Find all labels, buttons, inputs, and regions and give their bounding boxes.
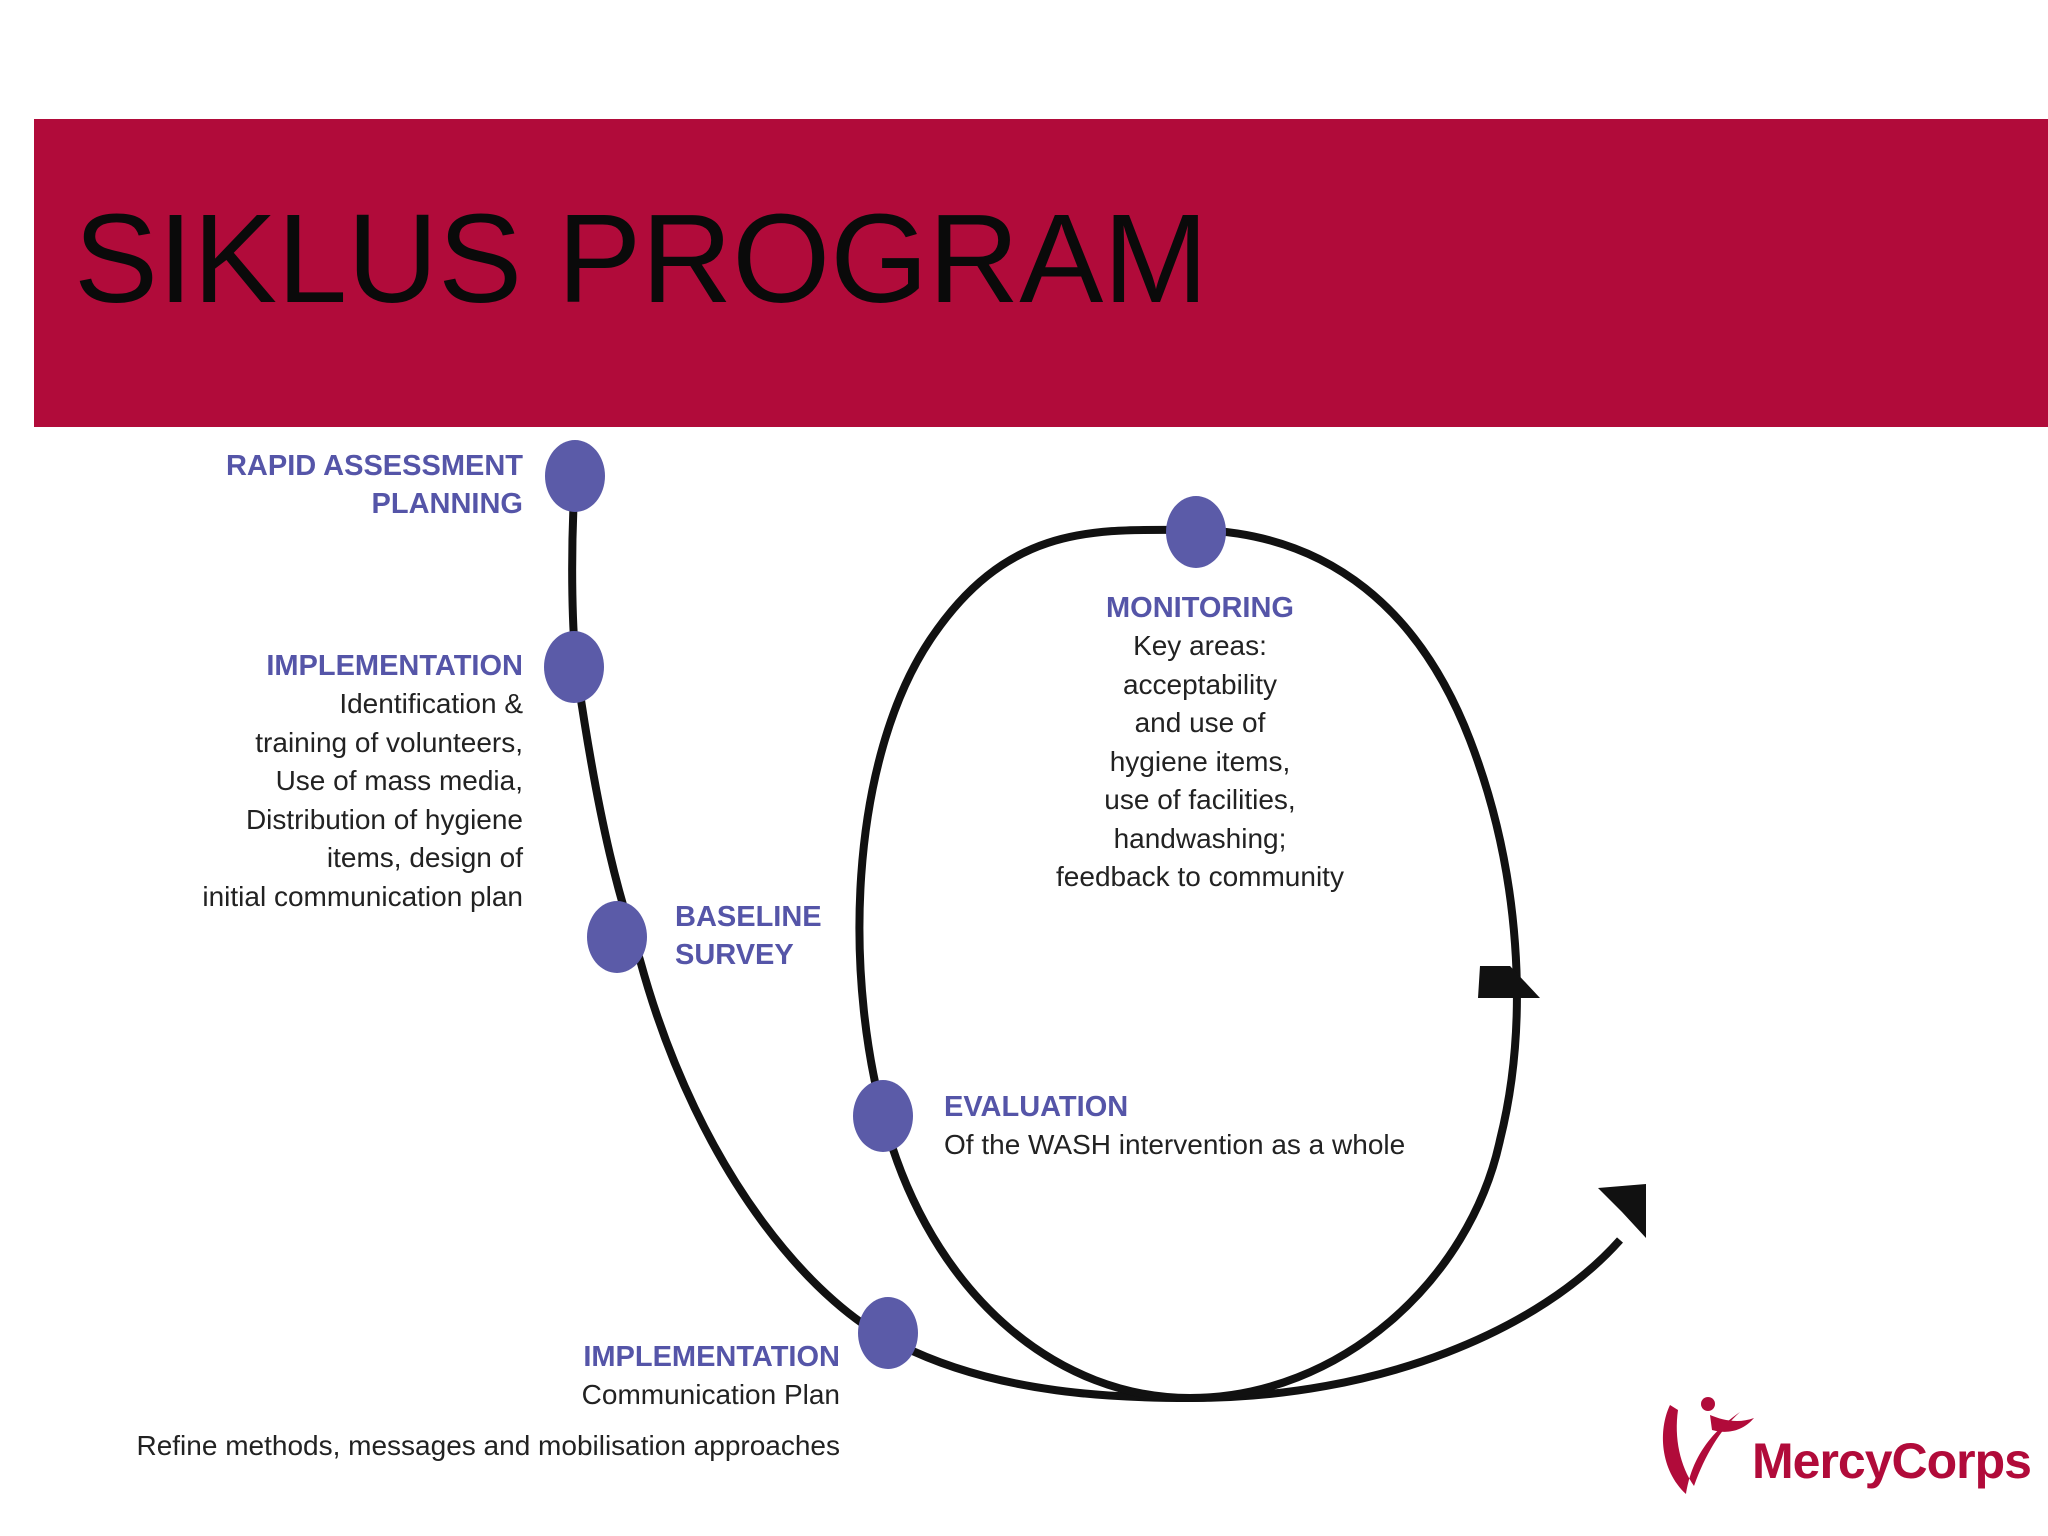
rapid-heading-line-2: PLANNING [371, 488, 523, 520]
node-implementation-2 [858, 1297, 918, 1369]
title-banner [34, 119, 2048, 427]
monitoring-line: handwashing; [1113, 822, 1287, 854]
baseline-heading-line-1: BASELINE [675, 901, 822, 933]
implementation-2-line: Communication Plan [581, 1379, 840, 1410]
monitoring-line: Key areas: [1133, 630, 1267, 661]
implementation-1-line: training of volunteers, [255, 726, 523, 758]
implementation-1-line: Use of mass media, [275, 765, 523, 796]
node-evaluation [853, 1080, 913, 1152]
implementation-1-line: items, design of [326, 842, 523, 873]
evaluation-line: Of the WASH intervention as a whole [944, 1129, 1406, 1160]
loop-arrowhead [1478, 966, 1540, 998]
node-monitoring [1166, 496, 1226, 568]
baseline-survey-label: BASELINE SURVEY [675, 898, 822, 974]
mercycorps-logo-text: MercyCorps [1752, 1433, 2032, 1489]
implementation-1-line: initial communication plan [202, 880, 523, 912]
monitoring-line: hygiene items, [1109, 745, 1291, 777]
monitoring-line: use of facilities, [1104, 784, 1296, 815]
monitoring-heading: MONITORING [1106, 592, 1294, 624]
slide-title: SIKLUS PROGRAM [74, 188, 1209, 329]
monitoring-label: MONITORING Key areas: acceptability and … [1000, 589, 1400, 897]
mercycorps-logo-icon [1662, 1397, 1754, 1494]
evaluation-label: EVALUATION Of the WASH intervention as a… [944, 1088, 1405, 1165]
implementation-2-note: Refine methods, messages and mobilisatio… [136, 1429, 840, 1461]
node-rapid-assessment [545, 440, 605, 512]
implementation-2-heading: IMPLEMENTATION [583, 1341, 840, 1373]
monitoring-line: acceptability [1122, 668, 1278, 700]
implementation-2-label: IMPLEMENTATION Communication Plan Refine… [136, 1338, 840, 1465]
implementation-1-heading: IMPLEMENTATION [266, 650, 523, 682]
node-implementation-1 [544, 631, 604, 703]
implementation-1-line: Distribution of hygiene [245, 803, 523, 835]
exit-arrowhead [1598, 1184, 1646, 1238]
rapid-assessment-label: RAPID ASSESSMENT PLANNING [226, 447, 523, 523]
rapid-heading-line-1: RAPID ASSESSMENT [225, 450, 523, 482]
baseline-heading-line-2: SURVEY [675, 939, 794, 971]
evaluation-heading: EVALUATION [944, 1091, 1129, 1123]
implementation-1-line: Identification & [339, 688, 523, 719]
implementation-1-label: IMPLEMENTATION Identification & training… [202, 647, 523, 916]
monitoring-line: and use of [1134, 707, 1266, 738]
node-baseline-survey [587, 901, 647, 973]
monitoring-line: feedback to community [1056, 861, 1344, 892]
